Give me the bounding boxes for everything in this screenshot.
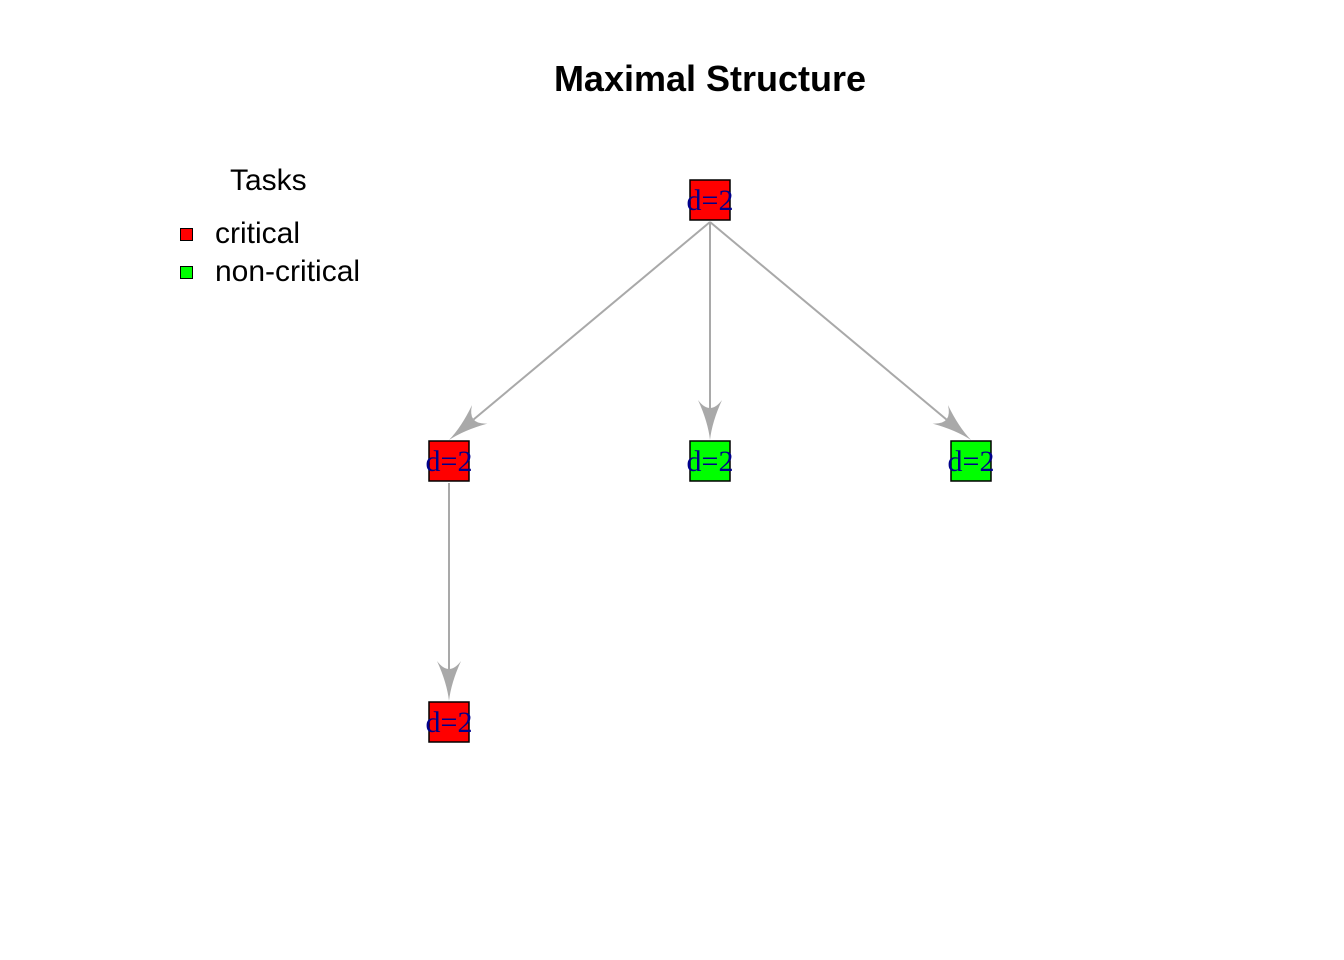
node-label: d=2 xyxy=(426,706,473,739)
node-left: d=2 xyxy=(426,440,473,482)
node-box xyxy=(689,440,731,482)
edge-line xyxy=(472,221,711,421)
edge-top-to-left xyxy=(449,221,711,440)
node-right: d=2 xyxy=(948,440,995,482)
node-label: d=2 xyxy=(426,445,473,478)
legend-label-non-critical: non-critical xyxy=(215,255,361,288)
non-critical-swatch-icon xyxy=(180,266,193,279)
node-box xyxy=(689,179,731,221)
node-box xyxy=(950,440,992,482)
legend-label-critical: critical xyxy=(215,217,301,250)
edge-line xyxy=(709,221,948,421)
arrowhead-icon xyxy=(437,661,461,701)
node-box xyxy=(428,440,470,482)
node-label: d=2 xyxy=(948,445,995,478)
diagram-title: Maximal Structure xyxy=(553,58,867,99)
edge-left-to-bottom xyxy=(437,483,461,701)
edge-top-to-middle xyxy=(698,222,722,440)
arrowhead-icon xyxy=(932,405,971,440)
critical-swatch-icon xyxy=(180,228,193,241)
node-middle: d=2 xyxy=(687,440,734,482)
node-label: d=2 xyxy=(687,184,734,217)
node-bottom: d=2 xyxy=(426,701,473,743)
node-label: d=2 xyxy=(687,445,734,478)
node-box xyxy=(428,701,470,743)
legend-title: Tasks xyxy=(230,164,307,197)
edge-top-to-right xyxy=(709,221,971,440)
arrowhead-icon xyxy=(449,405,488,440)
arrowhead-icon xyxy=(698,400,722,440)
node-top: d=2 xyxy=(687,179,734,221)
